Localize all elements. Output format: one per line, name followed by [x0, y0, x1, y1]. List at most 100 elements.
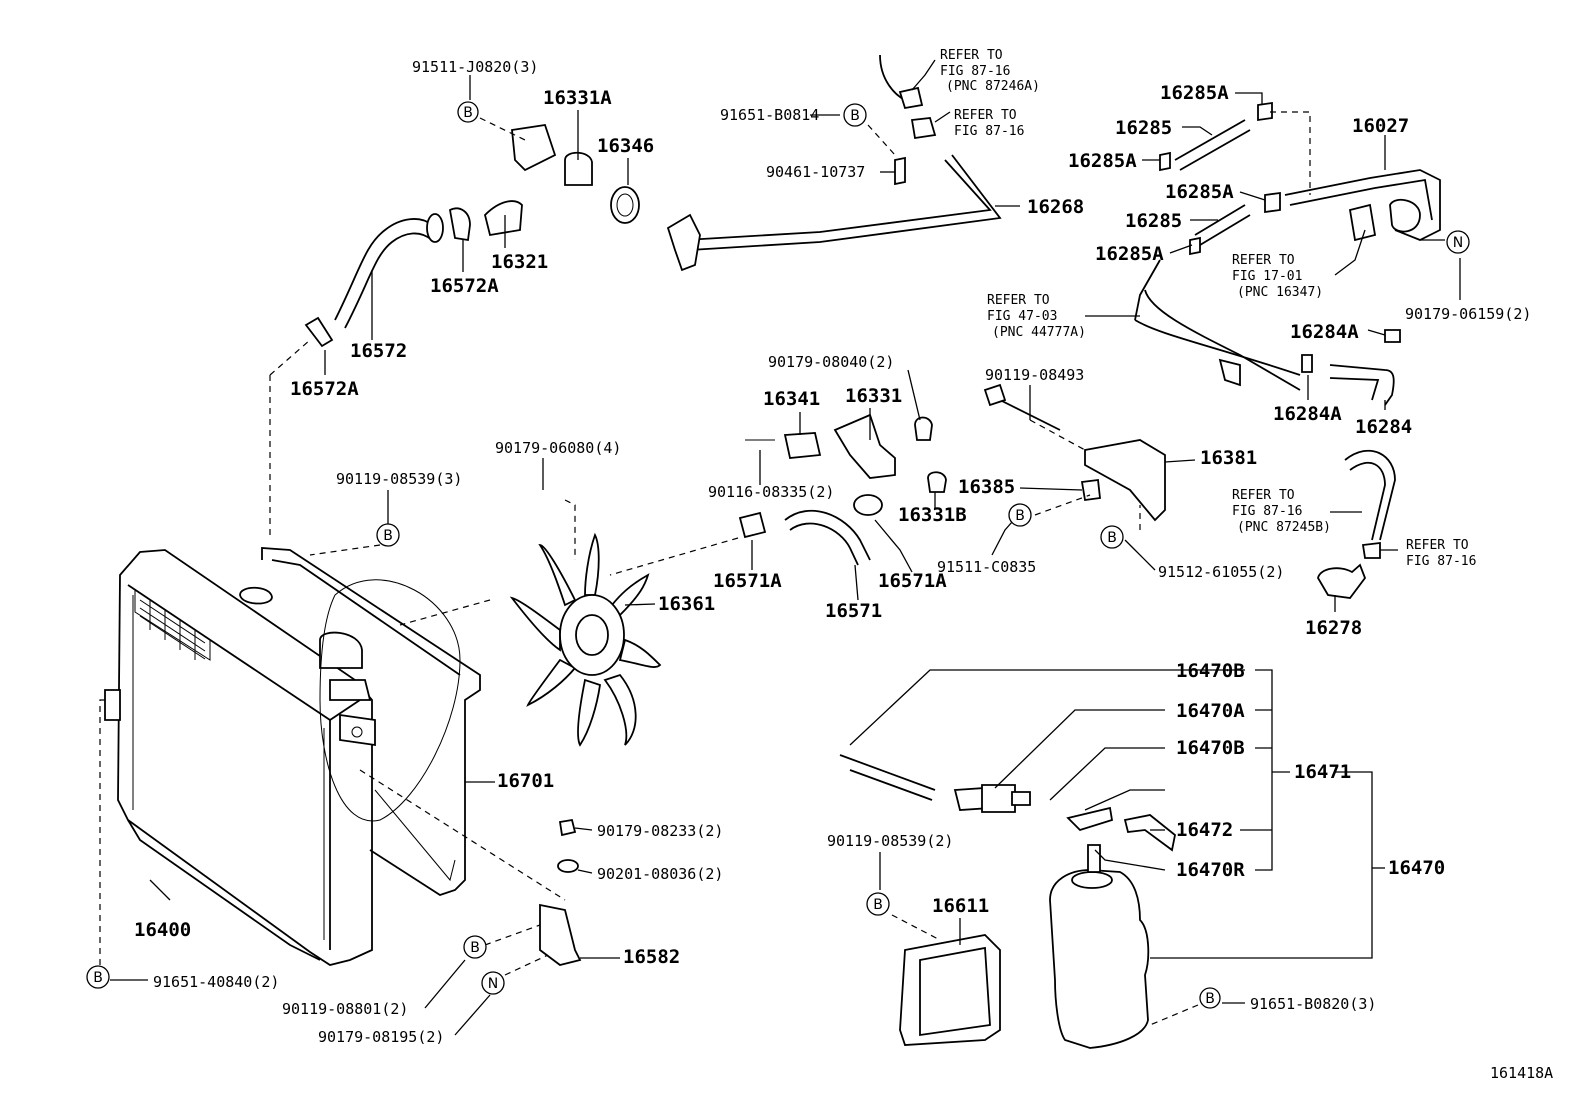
part-label: 16470B	[1176, 737, 1245, 759]
part-label: 90119-08539(3)	[336, 470, 462, 488]
fan-drawing	[509, 532, 662, 747]
part-label: 90116-08335(2)	[708, 483, 834, 501]
part-label: 16385	[958, 476, 1015, 498]
part-label: 16572A	[290, 378, 359, 400]
part-label: 16470	[1388, 857, 1445, 879]
part-label: 16346	[597, 135, 654, 157]
circle-callout-b: B	[866, 892, 890, 916]
svg-text:B: B	[1205, 991, 1215, 1007]
svg-text:N: N	[1453, 235, 1463, 251]
part-label: 16285	[1115, 117, 1172, 139]
svg-text:(PNC 87245B): (PNC 87245B)	[1237, 520, 1331, 535]
part-label: 16285A	[1165, 181, 1234, 203]
svg-text:B: B	[1107, 530, 1117, 546]
part-label: 16571	[825, 600, 882, 622]
svg-text:(PNC 44777A): (PNC 44777A)	[992, 325, 1086, 340]
svg-text:REFER TO: REFER TO	[940, 48, 1003, 63]
part-label: 16027	[1352, 115, 1409, 137]
part-label: 90179-06080(4)	[495, 439, 621, 457]
part-label: 16284	[1355, 416, 1412, 438]
circle-callout-b: B	[1008, 503, 1032, 527]
refer-note: REFER TO FIG 17-01 (PNC 16347)	[1232, 253, 1323, 300]
part-label: 16284A	[1290, 321, 1359, 343]
part-label: 16381	[1200, 447, 1257, 469]
part-label: 91651-40840(2)	[153, 973, 279, 991]
part-label: 16470R	[1176, 859, 1245, 881]
svg-text:REFER TO: REFER TO	[1232, 253, 1295, 268]
svg-text:FIG 87-16: FIG 87-16	[954, 124, 1024, 139]
svg-text:N: N	[488, 976, 498, 992]
svg-text:REFER TO: REFER TO	[1406, 538, 1469, 553]
refer-note: REFER TO FIG 87-16	[1406, 538, 1476, 569]
part-label: 16400	[134, 919, 191, 941]
circle-callout-b: B	[843, 103, 867, 127]
part-label: 16582	[623, 946, 680, 968]
part-label: 16701	[497, 770, 554, 792]
part-label: 16321	[491, 251, 548, 273]
bracket-drawing	[983, 383, 1166, 522]
svg-text:B: B	[873, 897, 883, 913]
svg-text:B: B	[1015, 508, 1025, 524]
svg-text:(PNC 87246A): (PNC 87246A)	[946, 79, 1040, 94]
part-label: 16611	[932, 895, 989, 917]
circle-callout-b: B	[463, 935, 487, 959]
svg-text:REFER TO: REFER TO	[987, 293, 1050, 308]
circle-callout-b: B	[1100, 525, 1124, 549]
part-label: 16470A	[1176, 700, 1245, 722]
svg-text:B: B	[470, 940, 480, 956]
svg-text:(PNC 16347): (PNC 16347)	[1237, 285, 1323, 300]
part-label: 16472	[1176, 819, 1233, 841]
part-label: 16341	[763, 388, 820, 410]
part-label: 16285A	[1068, 150, 1137, 172]
part-label: 16285A	[1160, 82, 1229, 104]
part-label: 16572A	[430, 275, 499, 297]
part-label: 16278	[1305, 617, 1362, 639]
refer-note: REFER TO FIG 47-03 (PNC 44777A)	[987, 293, 1086, 340]
part-label: 16285A	[1095, 243, 1164, 265]
part-label: 90119-08493	[985, 366, 1084, 384]
part-label: 90119-08539(2)	[827, 832, 953, 850]
part-label: 16471	[1294, 761, 1351, 783]
part-label: 16470B	[1176, 660, 1245, 682]
circle-callout-b: B	[86, 965, 110, 989]
fan-shroud-drawing	[261, 547, 481, 896]
part-label: 16361	[658, 593, 715, 615]
part-label: 16571A	[878, 570, 947, 592]
part-label: 16331A	[543, 87, 612, 109]
part-label: 16285	[1125, 210, 1182, 232]
svg-text:FIG 17-01: FIG 17-01	[1232, 269, 1302, 284]
svg-text:REFER TO: REFER TO	[1232, 488, 1295, 503]
svg-text:B: B	[463, 105, 473, 121]
part-label: 91512-61055(2)	[1158, 563, 1284, 581]
part-label: 90179-08040(2)	[768, 353, 894, 371]
part-label: 91511-J0820(3)	[412, 58, 538, 76]
upper-hose-drawing	[304, 123, 640, 348]
part-label: 16572	[350, 340, 407, 362]
circle-callout-b: B	[376, 523, 400, 547]
part-label: 16284A	[1273, 403, 1342, 425]
leader-lines	[99, 59, 1461, 1036]
svg-text:FIG 47-03: FIG 47-03	[987, 309, 1057, 324]
part-label: 91651-B0814	[720, 106, 819, 124]
reservoir-drawing	[839, 754, 1176, 1049]
part-label: 90179-08233(2)	[597, 822, 723, 840]
water-outlet-drawing	[738, 413, 947, 566]
heater-pipe-drawing	[666, 54, 1002, 272]
part-label: 90179-08195(2)	[318, 1028, 444, 1046]
part-label: 90119-08801(2)	[282, 1000, 408, 1018]
part-label: 90461-10737	[766, 163, 865, 181]
part-label: 90179-06159(2)	[1405, 305, 1531, 323]
part-label: 91651-B0820(3)	[1250, 995, 1376, 1013]
refer-note: REFER TO FIG 87-16 (PNC 87246A)	[940, 48, 1040, 94]
part-label: 16331	[845, 385, 902, 407]
part-labels: 91511-J0820(3) 16331A 16346 16321 16572A…	[134, 58, 1553, 1082]
svg-text:B: B	[383, 528, 393, 544]
svg-text:B: B	[93, 970, 103, 986]
radiator-drawing	[104, 549, 376, 966]
part-label: 16571A	[713, 570, 782, 592]
part-label: 16268	[1027, 196, 1084, 218]
svg-text:FIG 87-16: FIG 87-16	[1232, 504, 1302, 519]
refer-note: REFER TO FIG 87-16	[954, 108, 1024, 139]
bracket-16582-drawing	[539, 818, 582, 966]
